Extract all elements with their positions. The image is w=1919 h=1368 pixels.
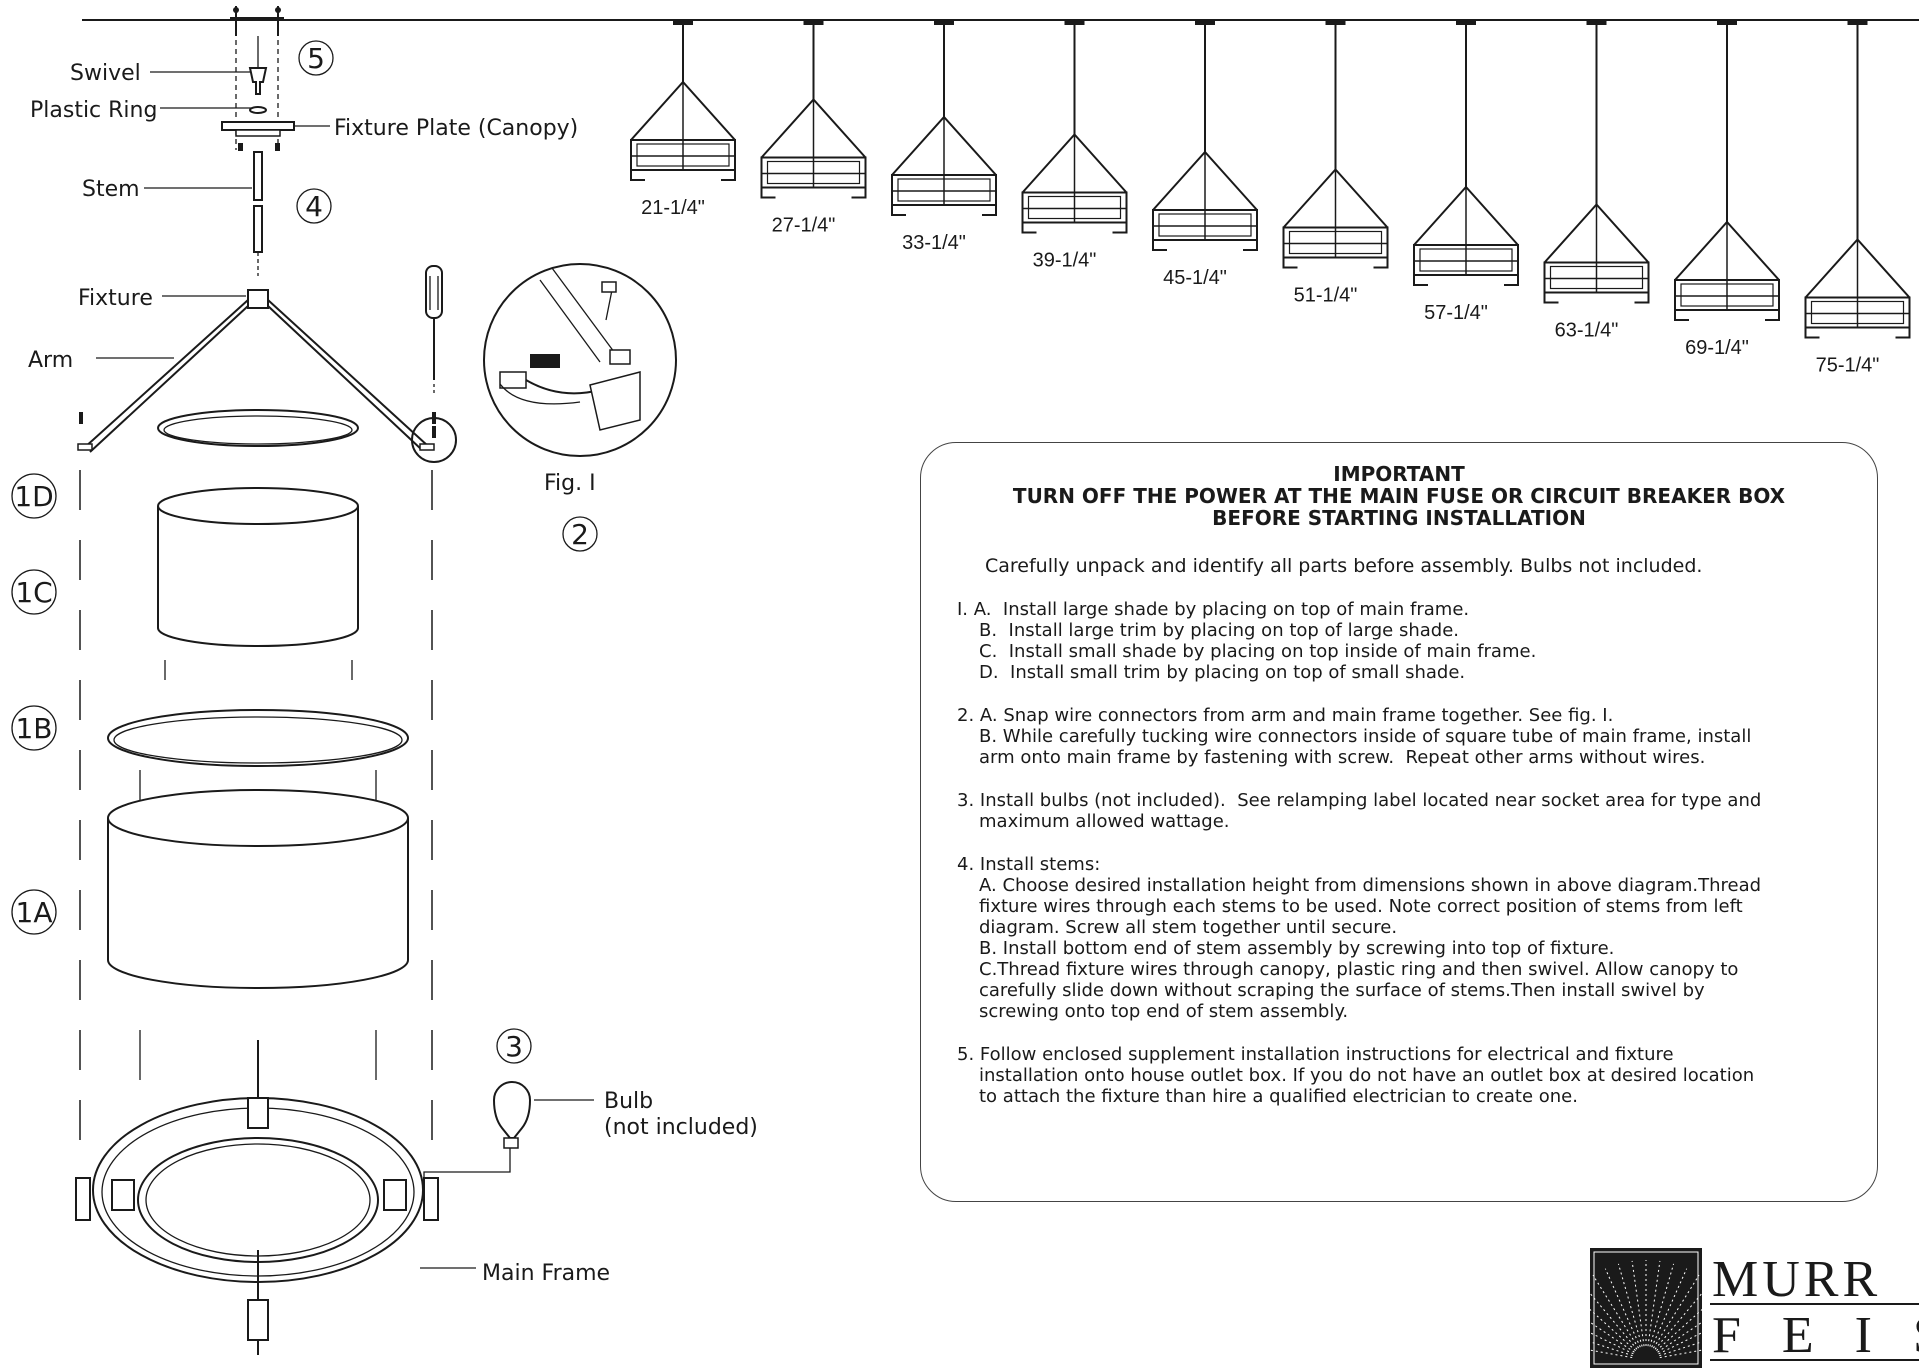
screwdriver-icon [425,265,443,396]
height-label: 63-1/4" [1555,320,1619,342]
pendant-option: 27-1/4" [760,20,867,237]
label-main-frame: Main Frame [482,1261,610,1286]
svg-text:2: 2 [571,518,589,551]
svg-text:1A: 1A [16,896,53,929]
pendant-option: 21-1/4" [630,20,736,219]
logo-text-2: F E I S [1712,1307,1919,1364]
important-instructions: IMPORTANT TURN OFF THE POWER AT THE MAIN… [920,442,1878,1202]
pendant-option: 75-1/4" [1804,20,1911,377]
height-label: 27-1/4" [772,215,836,237]
pendant-option: 45-1/4" [1152,20,1258,289]
bulb-icon [492,1081,532,1139]
label-fig-1: Fig. I [544,471,596,496]
step-marker-3: 3 [496,1028,532,1064]
label-stem: Stem [82,177,140,202]
step-marker-2: 2 [562,516,598,552]
height-label: 75-1/4" [1816,355,1880,377]
height-label: 69-1/4" [1685,337,1749,359]
step-marker-1d: 1D [11,473,57,519]
important-warning: TURN OFF THE POWER AT THE MAIN FUSE OR C… [1012,484,1786,508]
height-label: 33-1/4" [902,232,966,254]
step-marker-1a: 1A [11,889,57,935]
step-4: 4. Install stems: A. Choose desired inst… [957,854,1762,1022]
exploded-view [75,6,532,1355]
height-options: 21-1/4" 27-1/4" 33-1/4" 39-1/4" 45-1/4" 51-1/… [630,20,1911,377]
step-marker-5: 5 [298,40,334,76]
pendant-option: 33-1/4" [891,20,997,254]
height-label: 21-1/4" [641,197,705,219]
label-bulb-note: (not included) [604,1115,758,1140]
height-label: 51-1/4" [1294,285,1358,307]
step-marker-1b: 1B [11,705,57,751]
label-bulb: Bulb [604,1089,653,1114]
pendant-option: 51-1/4" [1282,20,1389,307]
pendant-option: 63-1/4" [1543,20,1650,342]
height-label: 45-1/4" [1163,267,1227,289]
intro-text: Carefully unpack and identify all parts … [985,555,1703,577]
svg-text:1D: 1D [14,480,53,513]
step-marker-4: 4 [296,188,332,224]
step-2: 2. A. Snap wire connectors from arm and … [957,705,1752,768]
label-fixture-plate: Fixture Plate (Canopy) [334,116,578,141]
step-5: 5. Follow enclosed supplement installati… [957,1044,1755,1107]
logo-text-1: MURR [1712,1251,1881,1308]
label-plastic-ring: Plastic Ring [30,98,157,123]
height-label: 57-1/4" [1424,302,1488,324]
pendant-option: 39-1/4" [1021,20,1128,272]
fig-1-detail [483,263,677,457]
label-arm: Arm [28,348,73,373]
svg-text:4: 4 [305,190,323,223]
step-1: I. A. Install large shade by placing on … [957,599,1537,683]
step-marker-1c: 1C [11,569,57,615]
important-warning-2: BEFORE STARTING INSTALLATION [1212,506,1586,530]
murray-feiss-logo: MURR F E I S [1590,1248,1919,1368]
label-fixture: Fixture [78,286,153,311]
svg-text:1B: 1B [15,712,52,745]
step-3: 3. Install bulbs (not included). See rel… [957,790,1762,832]
height-label: 39-1/4" [1033,250,1097,272]
svg-text:3: 3 [505,1030,523,1063]
svg-text:5: 5 [307,42,325,75]
pendant-option: 69-1/4" [1674,20,1780,359]
pendant-option: 57-1/4" [1413,20,1519,324]
important-title: IMPORTANT [1333,462,1465,486]
label-swivel: Swivel [70,61,141,86]
svg-text:1C: 1C [15,576,52,609]
